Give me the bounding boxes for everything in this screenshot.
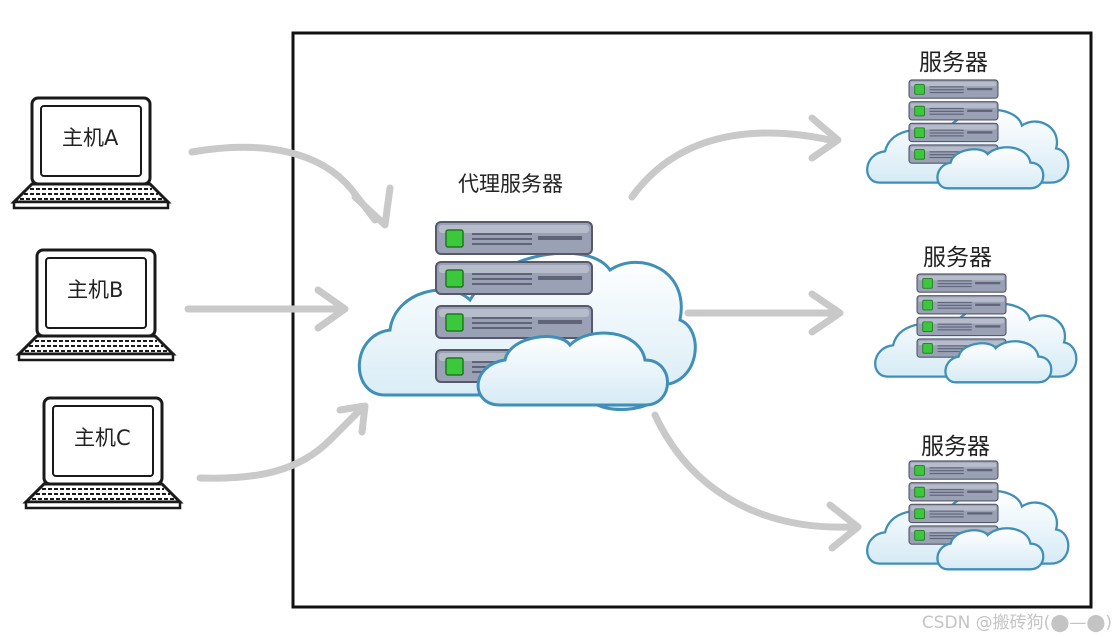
proxy-server-label: 代理服务器	[458, 172, 563, 196]
arrowhead-server-3	[826, 501, 862, 552]
proxy-zone-frame	[291, 31, 1093, 609]
proxy-server-icon	[357, 221, 697, 411]
laptop-icon-b	[17, 248, 175, 362]
arrow-proxy-to-server-3	[651, 411, 854, 531]
arrow-host-c-to-proxy	[196, 406, 364, 482]
server-icon-1	[866, 79, 1070, 190]
arrowhead-server-2	[808, 290, 844, 336]
watermark: CSDN @搬砖狗(⬤—⬤)	[921, 613, 1112, 633]
server-label-2: 服务器	[923, 245, 992, 271]
arrow-host-a-to-proxy	[188, 143, 379, 224]
arrowhead-server-1	[808, 114, 842, 162]
laptop-icon-c	[24, 396, 182, 510]
arrowhead-host-a	[351, 184, 394, 229]
server-label-3: 服务器	[921, 434, 990, 460]
server-icon-3	[866, 460, 1070, 571]
arrowhead-host-c	[336, 402, 369, 436]
server-label-1: 服务器	[919, 50, 988, 76]
host-label-b: 主机B	[67, 278, 124, 302]
laptop-icon-a	[12, 96, 170, 210]
host-label-c: 主机C	[74, 426, 131, 450]
arrowhead-host-b	[314, 286, 349, 332]
host-label-a: 主机A	[62, 126, 119, 150]
arrow-proxy-to-server-1	[628, 129, 834, 201]
server-icon-2	[874, 273, 1078, 384]
